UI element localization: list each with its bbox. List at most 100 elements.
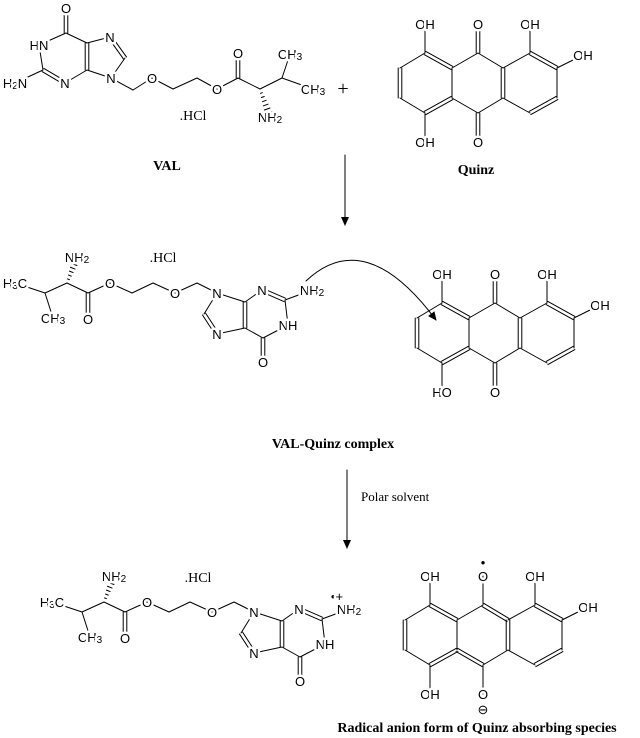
single-bond <box>14 69 44 84</box>
double-bond <box>483 602 510 619</box>
double-bond <box>535 602 564 619</box>
single-bond <box>507 604 536 621</box>
hashed-wedge-bond <box>263 107 271 111</box>
atom-label: N <box>60 76 69 91</box>
double-bond <box>423 95 452 112</box>
atom-label: H2​N <box>3 76 27 92</box>
single-bond <box>244 289 263 303</box>
single-bond <box>284 299 289 326</box>
double-bond <box>530 50 559 67</box>
hashed-wedge-bond <box>105 589 111 593</box>
single-bond <box>174 282 198 294</box>
hashed-wedge-bond <box>66 278 70 281</box>
single-bond <box>468 302 496 319</box>
single-bond <box>103 601 126 613</box>
single-bond <box>151 77 174 90</box>
double-bond <box>535 651 564 668</box>
atom-label: NH2​ <box>102 569 127 585</box>
single-bond <box>81 601 105 613</box>
double-bond <box>545 345 574 362</box>
double-bond <box>533 606 562 623</box>
single-bond <box>86 36 111 44</box>
single-bond <box>109 282 133 294</box>
atom-label: H3​C <box>40 595 64 611</box>
atom-label: N <box>249 646 258 661</box>
hashed-wedge-bond <box>259 92 263 94</box>
single-bond <box>124 601 148 613</box>
single-bond <box>451 52 479 69</box>
single-bond <box>196 77 218 90</box>
atom-label: O <box>473 135 483 150</box>
double-bond <box>205 312 220 334</box>
atom-label: N <box>212 327 221 342</box>
hashed-wedge-bond <box>68 270 74 274</box>
single-bond <box>556 54 584 69</box>
atom-label: ⊖ <box>478 702 489 717</box>
double-bond <box>242 631 257 653</box>
single-bond <box>131 282 154 294</box>
atom-label: O <box>490 385 500 400</box>
single-bond <box>237 77 261 90</box>
atom-label: OH <box>578 600 598 615</box>
atom-label: OH <box>420 687 440 702</box>
single-bond <box>281 608 300 622</box>
atom-label: O <box>212 82 222 97</box>
double-bond <box>260 291 285 303</box>
single-bond <box>477 97 504 114</box>
hashed-wedge-bond <box>264 111 273 115</box>
hashed-wedge-bond <box>104 593 109 596</box>
single-bond <box>216 77 239 90</box>
atom-label: CH3​ <box>301 82 326 98</box>
atom-label: O <box>233 46 243 61</box>
atom-label: • <box>481 555 486 570</box>
atom-label: N <box>249 605 258 620</box>
single-bond <box>321 608 350 620</box>
atom-label: N <box>212 286 221 301</box>
single-bond <box>244 327 264 339</box>
hashed-wedge-bond <box>108 577 117 582</box>
single-bond <box>216 327 246 335</box>
atom-label: O <box>295 674 305 689</box>
double-bond <box>299 606 324 618</box>
single-bond <box>81 611 91 638</box>
atom-label: HO <box>432 385 452 400</box>
single-bond <box>321 618 326 645</box>
atom-label: OH <box>537 267 557 282</box>
double-bond <box>533 647 562 664</box>
reaction-condition: Polar solvent <box>361 489 430 504</box>
single-bond <box>38 44 44 71</box>
single-bond <box>468 347 496 364</box>
atom-label: O <box>170 286 180 301</box>
single-bond <box>189 601 213 613</box>
complex-caption: VAL-Quinz complex <box>272 437 394 452</box>
atom-label: N <box>106 71 115 86</box>
single-bond <box>168 601 191 613</box>
double-bond <box>201 314 216 336</box>
atom-label: OH <box>432 267 452 282</box>
single-bond <box>87 282 111 294</box>
double-bond <box>425 50 454 67</box>
double-bond <box>430 602 459 619</box>
hashed-wedge-bond <box>261 99 267 103</box>
hashed-wedge-bond <box>70 262 78 267</box>
atom-label: N <box>105 30 114 45</box>
atom-label: OH <box>573 48 593 63</box>
atom-label: CH3​ <box>78 630 103 646</box>
double-bond <box>423 54 452 71</box>
atom-label: OH <box>525 569 545 584</box>
single-bond <box>65 32 88 44</box>
single-bond <box>284 289 313 301</box>
single-bond <box>519 347 548 364</box>
single-bond <box>507 649 536 666</box>
atom-label: OH <box>415 17 435 32</box>
atom-label: O <box>478 687 488 702</box>
atom-label: CH3​ <box>278 47 303 63</box>
atom-label: OH <box>520 17 540 32</box>
single-bond <box>44 292 54 319</box>
single-bond <box>110 77 134 91</box>
atom-label: OH <box>420 569 440 584</box>
